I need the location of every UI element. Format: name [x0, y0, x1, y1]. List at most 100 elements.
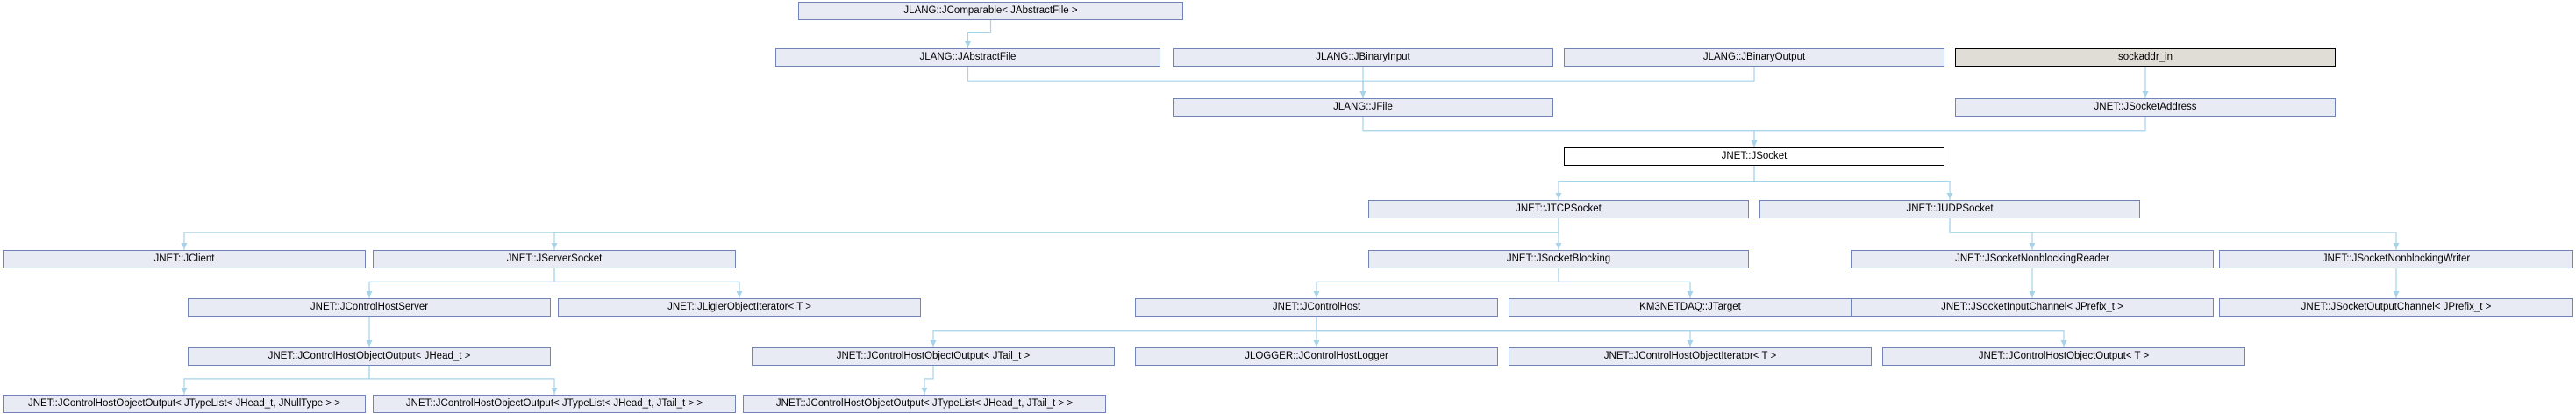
- class-node-label: JNET::JSocketInputChannel< JPrefix_t >: [1941, 301, 2123, 312]
- class-node-label: JNET::JUDPSocket: [1906, 203, 1994, 214]
- inheritance-arrowhead: [366, 291, 373, 297]
- inheritance-arrowhead: [2393, 243, 2400, 249]
- inheritance-arrowhead: [2029, 291, 2036, 297]
- inheritance-arrowhead: [366, 340, 373, 346]
- class-node-jfile[interactable]: JLANG::JFile: [1173, 98, 1553, 117]
- inheritance-arrowhead: [930, 340, 937, 346]
- inheritance-arrowhead: [551, 388, 558, 394]
- class-node-label: JNET::JControlHostObjectOutput< JTypeLis…: [775, 397, 1074, 409]
- class-node-jchoo_list_tail_a[interactable]: JNET::JControlHostObjectOutput< JTypeLis…: [373, 395, 736, 413]
- class-node-label: JNET::JSocketAddress: [2094, 101, 2197, 112]
- class-node-label: JLANG::JBinaryInput: [1316, 51, 1410, 62]
- class-node-jcontrolhost[interactable]: JNET::JControlHost: [1135, 298, 1498, 317]
- inheritance-arrowhead: [1313, 291, 1320, 297]
- inheritance-edge: [1949, 218, 2397, 250]
- class-node-jclient[interactable]: JNET::JClient: [3, 250, 366, 268]
- class-node-jchoo_t[interactable]: JNET::JControlHostObjectOutput< T >: [1882, 347, 2245, 366]
- class-node-jchoo_jtail[interactable]: JNET::JControlHostObjectOutput< JTail_t …: [752, 347, 1115, 366]
- class-node-label: JLANG::JBinaryOutput: [1702, 51, 1806, 62]
- class-node-jchlogger[interactable]: JLOGGER::JControlHostLogger: [1135, 347, 1498, 366]
- inheritance-arrowhead: [2029, 243, 2036, 249]
- class-node-jsocketnbwriter[interactable]: JNET::JSocketNonblockingWriter: [2219, 250, 2573, 268]
- inheritance-edge: [932, 317, 1317, 347]
- inheritance-edge: [1753, 166, 1951, 200]
- class-node-sockaddr_in[interactable]: sockaddr_in: [1955, 48, 2336, 67]
- inheritance-arrowhead: [1946, 193, 1953, 199]
- class-node-jsocketinchannel[interactable]: JNET::JSocketInputChannel< JPrefix_t >: [1851, 298, 2214, 317]
- inheritance-arrowhead: [181, 243, 188, 249]
- class-node-label: JNET::JSocketOutputChannel< JPrefix_t >: [2301, 301, 2492, 312]
- class-node-label: JNET::JSocketNonblockingReader: [1955, 253, 2109, 264]
- class-node-label: JNET::JControlHost: [1272, 301, 1361, 312]
- class-node-jabstractfile[interactable]: JLANG::JAbstractFile: [775, 48, 1160, 67]
- inheritance-arrowhead: [1687, 291, 1694, 297]
- inheritance-edge: [1316, 268, 1559, 298]
- inheritance-arrowhead: [551, 243, 558, 249]
- class-node-jligieriterator[interactable]: JNET::JLigierObjectIterator< T >: [558, 298, 921, 317]
- class-node-label: JLANG::JComparable< JAbstractFile >: [903, 4, 1078, 16]
- inheritance-edge: [1316, 317, 2065, 347]
- class-node-label: sockaddr_in: [2117, 51, 2173, 62]
- class-node-label: JNET::JTCPSocket: [1516, 203, 1602, 214]
- class-node-jtcpsocket[interactable]: JNET::JTCPSocket: [1368, 200, 1749, 218]
- class-node-label: JNET::JServerSocket: [506, 253, 603, 264]
- class-node-judpsocket[interactable]: JNET::JUDPSocket: [1759, 200, 2140, 218]
- inheritance-edge: [1558, 166, 1755, 200]
- class-node-jchoo_jhead[interactable]: JNET::JControlHostObjectOutput< JHead_t …: [188, 347, 551, 366]
- class-node-jchoiter_t[interactable]: JNET::JControlHostObjectIterator< T >: [1509, 347, 1872, 366]
- class-node-label: JNET::JControlHostObjectIterator< T >: [1603, 350, 1777, 361]
- inheritance-arrowhead: [1751, 140, 1758, 146]
- inheritance-edge: [368, 366, 555, 395]
- class-node-label: JNET::JControlHostObjectOutput< JTail_t …: [836, 350, 1031, 361]
- class-node-label: JNET::JClient: [153, 253, 215, 264]
- class-node-label: JNET::JControlHostServer: [310, 301, 429, 312]
- class-node-label: KM3NETDAQ::JTarget: [1639, 301, 1741, 312]
- inheritance-edge: [553, 268, 740, 298]
- class-node-jbinaryinput[interactable]: JLANG::JBinaryInput: [1173, 48, 1553, 67]
- inheritance-edge: [1362, 117, 1755, 147]
- inheritance-arrowhead: [1359, 91, 1366, 97]
- class-node-jsocketnbreader[interactable]: JNET::JSocketNonblockingReader: [1851, 250, 2214, 268]
- class-node-jsocketoutchannel[interactable]: JNET::JSocketOutputChannel< JPrefix_t >: [2219, 298, 2573, 317]
- class-node-label: JLOGGER::JControlHostLogger: [1245, 350, 1388, 361]
- class-node-jtarget[interactable]: KM3NETDAQ::JTarget: [1509, 298, 1872, 317]
- inheritance-edge: [967, 20, 992, 48]
- inheritance-edge: [1558, 268, 1691, 298]
- class-node-label: JNET::JSocket: [1721, 150, 1788, 161]
- class-node-label: JLANG::JFile: [1333, 101, 1393, 112]
- inheritance-arrowhead: [1313, 340, 1320, 346]
- inheritance-arrowhead: [736, 291, 743, 297]
- class-node-jsocket[interactable]: JNET::JSocket: [1564, 147, 1944, 166]
- class-node-label: JNET::JControlHostObjectOutput< JHead_t …: [268, 350, 471, 361]
- inheritance-edge: [1753, 117, 2146, 147]
- inheritance-arrowhead: [1555, 243, 1562, 249]
- inheritance-edge: [1362, 67, 1755, 98]
- inheritance-arrowhead: [181, 388, 188, 394]
- class-node-label: JLANG::JAbstractFile: [919, 51, 1017, 62]
- class-node-jbinaryoutput[interactable]: JLANG::JBinaryOutput: [1564, 48, 1944, 67]
- class-node-label: JNET::JControlHostObjectOutput< T >: [1978, 350, 2150, 361]
- class-node-jsocketblocking[interactable]: JNET::JSocketBlocking: [1368, 250, 1749, 268]
- inheritance-edge: [553, 218, 1559, 250]
- inheritance-edge: [967, 67, 1364, 98]
- class-node-label: JNET::JSocketBlocking: [1506, 253, 1611, 264]
- inheritance-edge: [183, 218, 1559, 250]
- class-node-jcomparable[interactable]: JLANG::JComparable< JAbstractFile >: [798, 2, 1183, 20]
- class-node-jchoo_list_tail_b[interactable]: JNET::JControlHostObjectOutput< JTypeLis…: [743, 395, 1106, 413]
- class-node-jsocketaddress[interactable]: JNET::JSocketAddress: [1955, 98, 2336, 117]
- inheritance-arrowhead: [965, 41, 971, 47]
- class-node-label: JNET::JControlHostObjectOutput< JTypeLis…: [27, 397, 341, 409]
- inheritance-arrowhead: [2393, 291, 2400, 297]
- inheritance-arrowhead: [1687, 340, 1694, 346]
- class-node-jchoo_list_null[interactable]: JNET::JControlHostObjectOutput< JTypeLis…: [3, 395, 366, 413]
- inheritance-edge: [924, 366, 934, 395]
- inheritance-arrowhead: [1555, 193, 1562, 199]
- inheritance-arrowhead: [2060, 340, 2067, 346]
- class-node-label: JNET::JControlHostObjectOutput< JTypeLis…: [405, 397, 703, 409]
- inheritance-edge: [1949, 218, 2033, 250]
- class-node-jcontrolhostserver[interactable]: JNET::JControlHostServer: [188, 298, 551, 317]
- inheritance-edge: [183, 366, 370, 395]
- class-node-jserversocket[interactable]: JNET::JServerSocket: [373, 250, 736, 268]
